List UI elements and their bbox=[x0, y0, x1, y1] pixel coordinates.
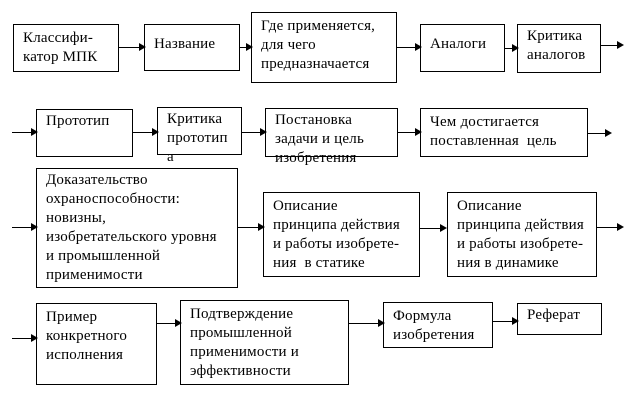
box-abstract: Реферат bbox=[517, 303, 602, 335]
flow-arrow bbox=[420, 224, 447, 232]
flow-arrow bbox=[119, 43, 146, 51]
box-prototype: Прототип bbox=[36, 109, 133, 157]
flow-arrow bbox=[242, 128, 267, 136]
flow-arrow bbox=[349, 319, 385, 327]
row-entry-arrow bbox=[12, 128, 38, 136]
flow-arrow bbox=[133, 128, 159, 136]
box-implementation-example: Пример конкретного исполнения bbox=[36, 303, 157, 385]
box-analogs: Аналоги bbox=[420, 24, 505, 72]
box-patentability-proof: Доказательство охраноспособности: новизн… bbox=[36, 168, 238, 288]
box-operation-static: Описание принципа действия и работы изоб… bbox=[263, 192, 420, 277]
box-name: Название bbox=[144, 24, 240, 71]
box-invention-claims: Формула изобретения bbox=[383, 302, 493, 348]
flow-arrow bbox=[157, 319, 182, 327]
row-exit-arrow bbox=[597, 223, 624, 231]
box-prototype-critique: Критика прототип а bbox=[157, 107, 242, 165]
row-exit-arrow bbox=[588, 129, 612, 137]
box-problem-and-goal: Постановка задачи и цель изобретения bbox=[265, 108, 398, 166]
flow-arrow bbox=[493, 317, 519, 325]
box-analogs-critique: Критика аналогов bbox=[517, 24, 601, 73]
row-entry-arrow bbox=[12, 334, 38, 342]
box-application-purpose: Где применяется, для чего предназначаетс… bbox=[251, 12, 397, 83]
row-exit-arrow bbox=[601, 41, 624, 49]
row-entry-arrow bbox=[12, 223, 38, 231]
box-ipc-classifier: Классифи- катор МПК bbox=[13, 24, 119, 72]
box-industrial-applicability: Подтверждение промышленной применимости … bbox=[180, 300, 349, 385]
flow-arrow bbox=[238, 223, 265, 231]
box-how-goal-achieved: Чем достигается поставленная цель bbox=[420, 108, 588, 157]
flow-arrow bbox=[397, 43, 422, 51]
flow-arrow bbox=[398, 128, 422, 136]
box-operation-dynamic: Описание принципа действия и работы изоб… bbox=[447, 192, 597, 277]
flow-arrow bbox=[505, 44, 519, 52]
flow-arrow bbox=[240, 43, 253, 51]
